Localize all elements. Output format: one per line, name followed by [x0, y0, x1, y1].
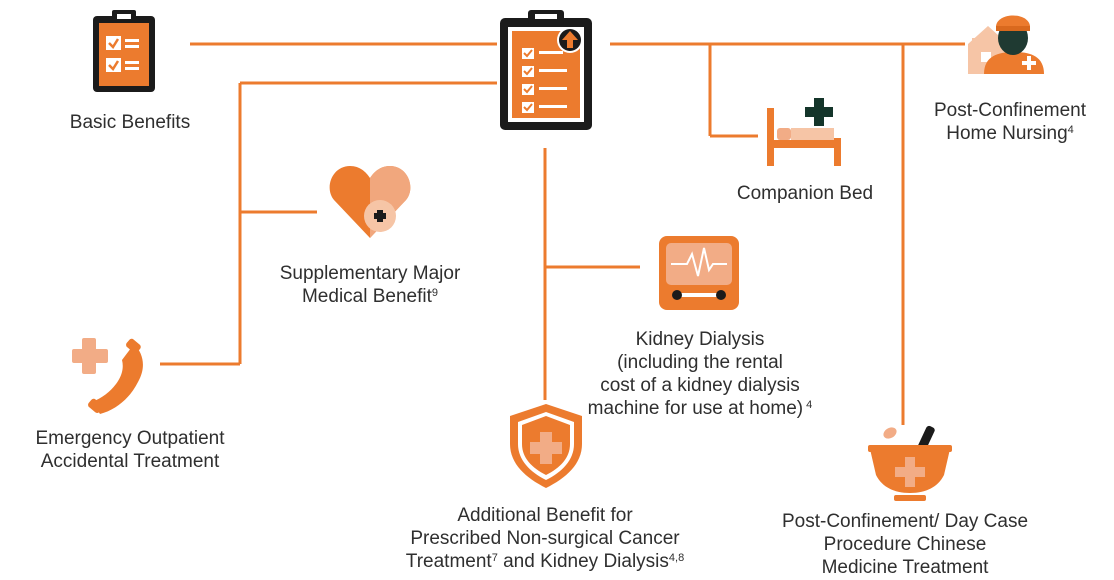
label-line: (including the rental [617, 352, 783, 373]
label-smm: Supplementary Major Medical Benefit9 [255, 262, 485, 308]
label-line: Supplementary Major [279, 263, 461, 284]
label-line: Medical Benefit [301, 286, 432, 307]
footnote-ref: 4 [803, 399, 813, 411]
label-companion-bed: Companion Bed [725, 182, 885, 205]
home-nurse-icon [968, 15, 1044, 74]
label-line: Post-Confinement/ Day Case [781, 511, 1029, 532]
label-emergency: Emergency Outpatient Accidental Treatmen… [0, 427, 260, 473]
footnote-ref: 9 [431, 287, 439, 299]
label-line: Prescribed Non-surgical Cancer [410, 528, 680, 549]
mortar-pestle-icon [868, 425, 952, 501]
label-tcm: Post-Confinement/ Day Case Procedure Chi… [760, 510, 1050, 579]
footnote-ref: 7 [491, 552, 498, 564]
phone-cross-icon [72, 338, 143, 414]
label-line: Emergency Outpatient [35, 428, 225, 449]
label-line: Basic Benefits [69, 112, 191, 133]
heart-plus-icon [329, 166, 411, 238]
label-home-nursing: Post-Confinement Home Nursing4 [925, 99, 1095, 145]
clipboard-checklist-icon [93, 10, 155, 92]
label-line: Kidney Dialysis [635, 329, 765, 350]
label-line: Medicine Treatment [821, 557, 989, 578]
clipboard-upgrade-icon [500, 10, 592, 130]
footnote-ref: 4,8 [668, 552, 685, 564]
connector-lines [160, 42, 965, 425]
label-line: Treatment [405, 551, 492, 572]
label-basic-benefits: Basic Benefits [45, 111, 215, 134]
label-line: machine for use at home) [587, 398, 804, 419]
shield-cross-icon [510, 404, 582, 488]
label-line: Home Nursing [946, 123, 1068, 144]
hospital-bed-icon [767, 98, 841, 166]
label-cancer: Additional Benefit for Prescribed Non-su… [390, 504, 700, 573]
footnote-ref: 4 [1067, 124, 1074, 136]
label-dialysis: Kidney Dialysis (including the rental co… [570, 328, 830, 420]
label-line: Accidental Treatment [40, 451, 220, 472]
label-line: Companion Bed [736, 183, 874, 204]
label-line: Additional Benefit for [457, 505, 633, 526]
label-line: cost of a kidney dialysis [600, 375, 800, 396]
dialysis-monitor-icon [659, 236, 739, 310]
label-line: and Kidney Dialysis [503, 551, 669, 572]
label-line: Procedure Chinese [823, 534, 987, 555]
label-line: Post-Confinement [933, 100, 1087, 121]
